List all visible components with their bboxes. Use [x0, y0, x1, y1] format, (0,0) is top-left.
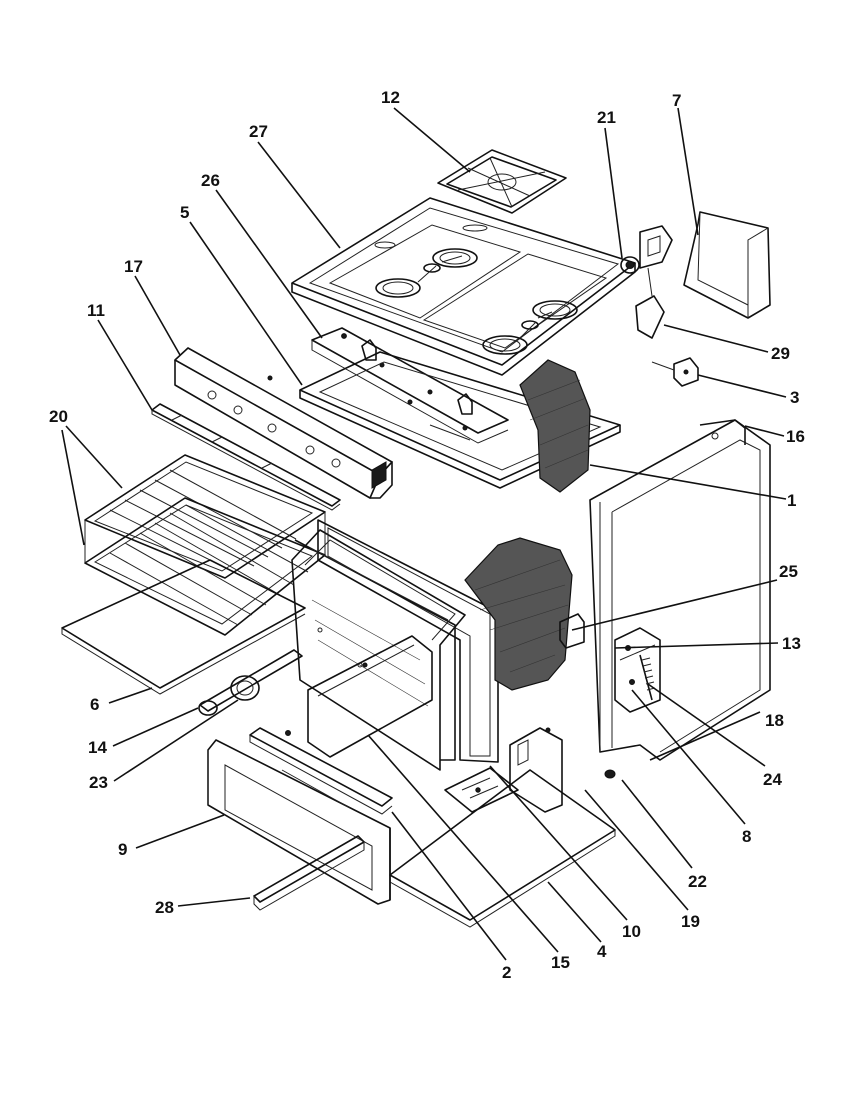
callout-1: 1 — [787, 491, 796, 510]
burner-grate — [437, 149, 567, 214]
backguard — [683, 211, 771, 319]
callout-2: 2 — [502, 963, 511, 982]
callout-22: 22 — [688, 872, 707, 891]
door-spring — [639, 654, 656, 701]
main-top-lower — [299, 351, 621, 489]
callout-11: 11 — [87, 301, 105, 320]
callout-3: 3 — [790, 388, 799, 407]
cabinet-bottom — [389, 767, 616, 928]
control-knob — [620, 256, 640, 274]
oven-liner-side — [291, 529, 466, 771]
drawer-slide — [253, 835, 365, 911]
callout-29: 29 — [771, 344, 790, 363]
oven-front-frame — [294, 519, 499, 763]
callout-10: 10 — [622, 922, 641, 941]
callout-19: 19 — [681, 912, 700, 931]
cooktop-main-top — [291, 197, 636, 376]
callout-18: 18 — [765, 711, 784, 730]
callout-24: 24 — [763, 770, 782, 789]
callout-28: 28 — [155, 898, 174, 917]
callout-13: 13 — [782, 634, 801, 653]
callout-7: 7 — [672, 91, 681, 110]
broiler-drawer-front — [207, 739, 391, 905]
callout-9: 9 — [118, 840, 127, 859]
callout-23: 23 — [89, 773, 108, 792]
callout-16: 16 — [786, 427, 805, 446]
leader-lines — [61, 107, 787, 961]
selector-switch — [635, 267, 665, 339]
burner-box-bracket — [311, 327, 509, 444]
control-panel-trim — [151, 403, 341, 511]
control-panel — [174, 347, 393, 499]
callout-17: 17 — [124, 257, 143, 276]
drawer-top-rail — [249, 727, 393, 815]
callout-14: 14 — [88, 738, 107, 757]
callout-20: 20 — [49, 407, 68, 426]
oven-insulation — [464, 537, 573, 691]
callout-12: 12 — [381, 88, 400, 107]
top-insulation — [519, 359, 591, 493]
bracket-plate — [509, 727, 563, 813]
oven-baffle — [307, 635, 433, 758]
callout-labels: 12 27 26 5 17 11 20 6 14 23 9 28 2 15 4 … — [49, 88, 805, 982]
terminal-block — [651, 357, 699, 387]
callout-6: 6 — [90, 695, 99, 714]
callout-5: 5 — [180, 203, 189, 222]
callout-21: 21 — [597, 108, 616, 127]
oven-racks — [84, 454, 326, 636]
side-bracket — [559, 613, 585, 649]
leveling-leg — [604, 769, 616, 779]
callout-25: 25 — [779, 562, 798, 581]
cabinet-side-panel — [589, 419, 771, 761]
regulator-block — [614, 627, 661, 713]
callout-8: 8 — [742, 827, 751, 846]
valve-bracket — [639, 225, 673, 269]
oven-burner-ignitor — [198, 649, 303, 716]
callout-15: 15 — [551, 953, 570, 972]
oven-bottom-panel — [61, 559, 306, 695]
callout-26: 26 — [201, 171, 220, 190]
callout-4: 4 — [597, 942, 607, 961]
callout-27: 27 — [249, 122, 268, 141]
